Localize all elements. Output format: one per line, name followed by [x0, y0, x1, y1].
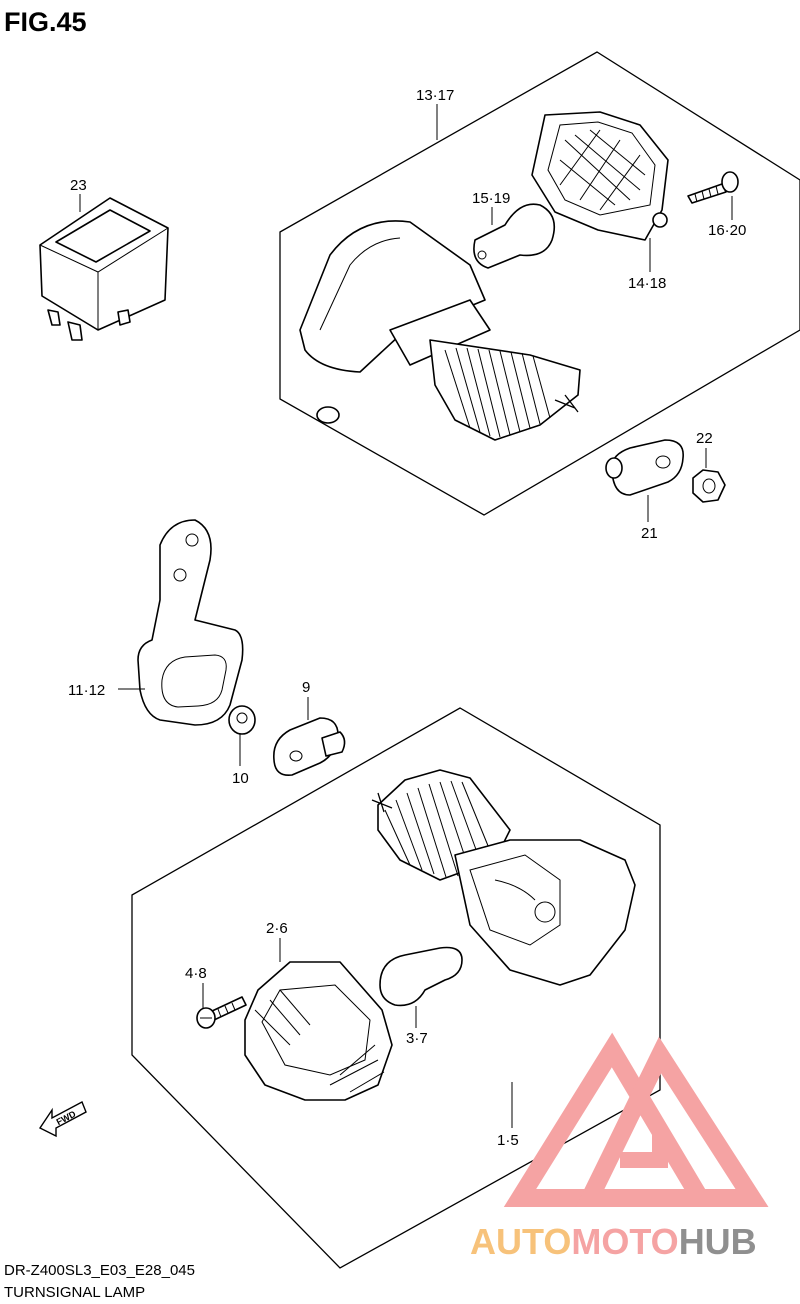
lower-assembly-box — [131, 707, 661, 1269]
turnsignal-lens-front[interactable] — [244, 961, 393, 1101]
figure-code: DR-Z400SL3_E03_E28_045 — [4, 1262, 195, 1279]
logo-wordmark: AUTOMOTOHUB — [470, 1221, 757, 1262]
callout-9[interactable]: 9 — [302, 679, 310, 696]
relay-23[interactable] — [39, 197, 169, 341]
plate-21[interactable] — [605, 439, 684, 496]
callout-16-20[interactable]: 16·20 — [708, 222, 746, 239]
callout-15-19[interactable]: 15·19 — [472, 190, 510, 207]
bulb-rear[interactable] — [473, 203, 556, 269]
callout-23[interactable]: 23 — [70, 177, 87, 194]
nut-22[interactable] — [692, 469, 726, 503]
callout-22[interactable]: 22 — [696, 430, 713, 447]
bulb-front[interactable] — [379, 946, 463, 1007]
automotohub-logo: AUTOMOTOHUB — [470, 1032, 769, 1262]
screw-rear[interactable] — [687, 171, 739, 204]
callout-11-12[interactable]: 11·12 — [68, 682, 105, 699]
callout-3-7[interactable]: 3·7 — [406, 1030, 428, 1047]
callout-14-18[interactable]: 14·18 — [628, 275, 666, 292]
screw-front[interactable] — [196, 996, 247, 1029]
callout-10[interactable]: 10 — [232, 770, 249, 787]
callout-1-5[interactable]: 1·5 — [497, 1132, 519, 1149]
figure-name: TURNSIGNAL LAMP — [4, 1284, 145, 1301]
callout-4-8[interactable]: 4·8 — [185, 965, 207, 982]
turnsignal-housing-rear[interactable] — [299, 220, 581, 441]
upper-assembly-box — [279, 51, 800, 516]
fwd-arrow-icon: FWD — [38, 1101, 87, 1138]
bracket-11-12[interactable] — [137, 519, 244, 726]
washer-10[interactable] — [228, 705, 256, 735]
turnsignal-housing-front[interactable] — [371, 769, 636, 986]
callout-21[interactable]: 21 — [641, 525, 658, 542]
turnsignal-lens-rear[interactable] — [531, 111, 669, 241]
callout-2-6[interactable]: 2·6 — [266, 920, 288, 937]
plate-9[interactable] — [273, 717, 346, 777]
callout-13-17[interactable]: 13·17 — [416, 87, 454, 104]
figure-title: FIG.45 — [4, 7, 87, 37]
